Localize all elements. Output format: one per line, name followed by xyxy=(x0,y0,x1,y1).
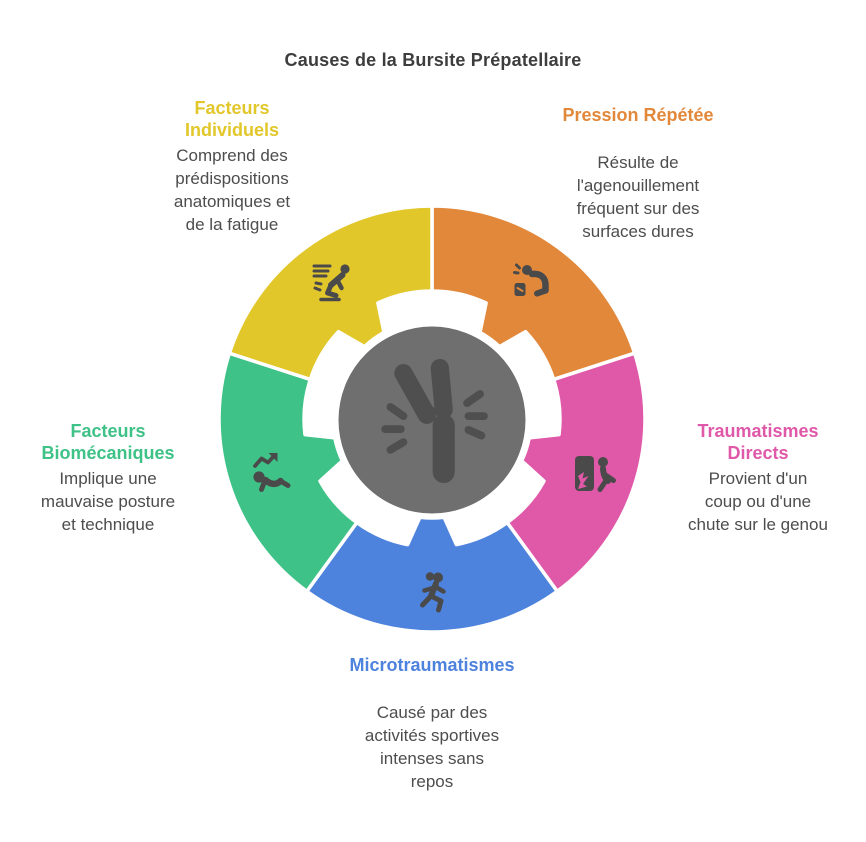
skater-icon xyxy=(312,264,350,302)
speed-lines xyxy=(312,264,332,292)
crack-burst xyxy=(578,472,589,489)
pain-dashes-left xyxy=(381,403,408,454)
section-title: Facteurs Individuels xyxy=(184,98,280,140)
callout-pression-repetee: Pression Répétée Résulte de l'agenouille… xyxy=(538,104,738,243)
callout-facteurs-individuels: Facteurs Individuels Comprend des prédis… xyxy=(137,97,327,236)
section-description: Provient d'un coup ou d'une chute sur le… xyxy=(688,469,828,534)
callout-microtraumatismes: Microtraumatismes Causé par des activité… xyxy=(323,654,541,793)
sweat-drops xyxy=(513,263,521,275)
callout-facteurs-biomecaniques: Facteurs Biomécaniques Implique une mauv… xyxy=(15,420,201,536)
section-title: Facteurs Biomécaniques xyxy=(41,421,175,463)
section-description: Causé par des activités sportives intens… xyxy=(364,703,500,791)
section-title: Pression Répétée xyxy=(562,105,714,125)
runner-icon xyxy=(420,572,446,613)
crawl-progress-icon xyxy=(253,453,291,492)
pain-dashes-right xyxy=(463,390,488,440)
callout-traumatismes-directs: Traumatismes Directs Provient d'un coup … xyxy=(663,420,853,536)
section-title: Microtraumatismes xyxy=(349,655,515,675)
collision-icon xyxy=(575,456,616,492)
section-description: Implique une mauvaise posture et techniq… xyxy=(40,469,176,534)
page-title: Causes de la Bursite Prépatellaire xyxy=(284,50,582,70)
section-description: Résulte de l'agenouillement fréquent sur… xyxy=(576,153,700,241)
section-description: Comprend des prédispositions anatomiques… xyxy=(173,146,291,234)
kneeling-person-icon xyxy=(513,263,549,297)
knee-joint-icon xyxy=(381,358,488,484)
section-title: Traumatismes Directs xyxy=(697,421,819,463)
